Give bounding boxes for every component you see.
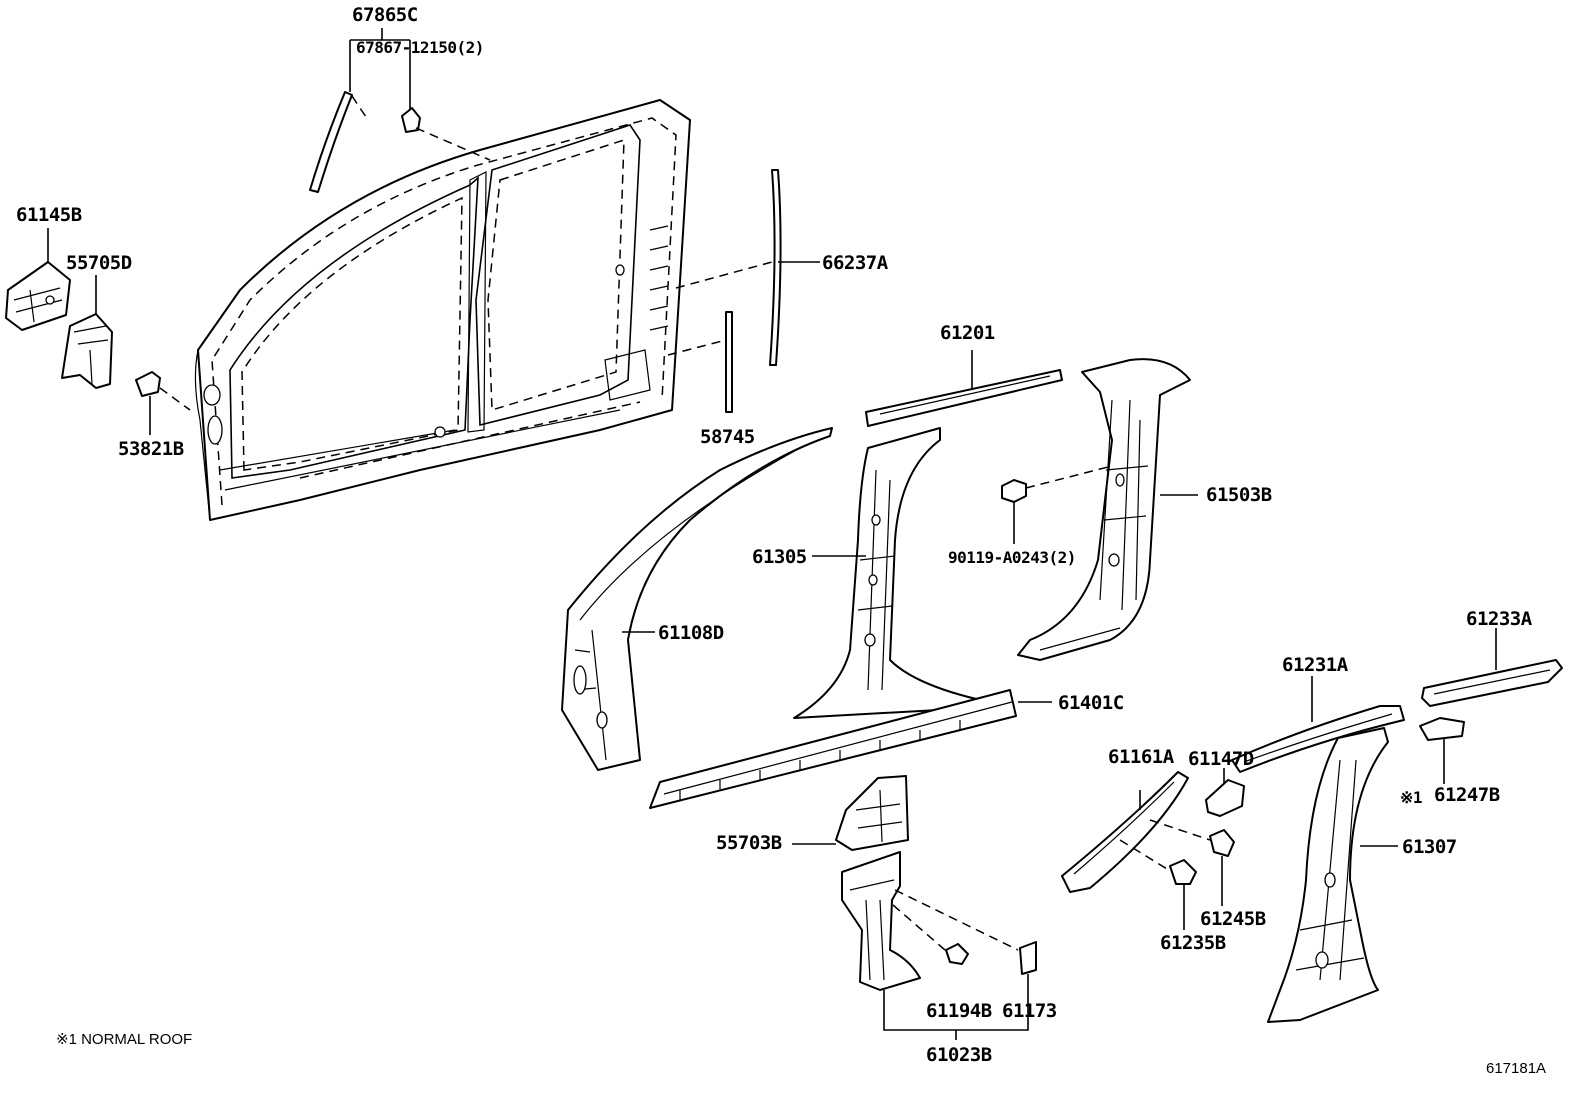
label-61307: 61307 xyxy=(1402,836,1457,858)
arc-61161A xyxy=(1061,771,1211,893)
label-55703B: 55703B xyxy=(716,832,782,854)
label-61247B: 61247B xyxy=(1434,784,1500,806)
label-61173: 61173 xyxy=(1002,1000,1057,1022)
label-61231A: 61231A xyxy=(1282,654,1348,676)
lower-pillar-61023B xyxy=(841,851,1029,1040)
pillar-61108D xyxy=(561,427,833,771)
pillar-61305 xyxy=(793,427,1011,719)
roof-side-61231A xyxy=(1231,676,1405,773)
bracket-61145B xyxy=(5,228,71,331)
label-61147D: 61147D xyxy=(1188,748,1254,770)
clip-61245B xyxy=(1209,829,1235,906)
label-61161A: 61161A xyxy=(1108,746,1174,768)
label-61108D: 61108D xyxy=(658,622,724,644)
label-61145B: 61145B xyxy=(16,204,82,226)
label-53821B: 53821B xyxy=(118,438,184,460)
label-61235B: 61235B xyxy=(1160,932,1226,954)
label-61023B: 61023B xyxy=(926,1044,992,1066)
bracket-55705D xyxy=(61,275,113,389)
bracket-61247B xyxy=(1419,717,1465,784)
rail-61201 xyxy=(865,350,1063,427)
label-90119-A0243: 90119-A0243(2) xyxy=(948,548,1076,567)
part-61173 xyxy=(1019,941,1037,990)
clip-53821B xyxy=(135,371,191,435)
pillar-61503B xyxy=(1017,358,1198,661)
footnote: ※1 NORMAL ROOF xyxy=(56,1031,193,1048)
rocker-61401C xyxy=(649,689,1052,809)
label-61201: 61201 xyxy=(940,322,995,344)
part-61194B xyxy=(945,943,969,965)
label-61233A: 61233A xyxy=(1466,608,1532,630)
label-66237A: 66237A xyxy=(822,252,888,274)
label-67867-12150: 67867-12150(2) xyxy=(356,38,484,57)
label-61305: 61305 xyxy=(752,546,807,568)
weatherstrip-67865C xyxy=(309,28,491,193)
bolt-90119 xyxy=(1001,465,1113,544)
label-55705D: 55705D xyxy=(66,252,132,274)
roof-rail-61233A xyxy=(1421,628,1563,707)
label-61194B: 61194B xyxy=(926,1000,992,1022)
bracket-55703B xyxy=(792,775,909,851)
label-61503B: 61503B xyxy=(1206,484,1272,506)
bracket-61147D xyxy=(1205,768,1245,817)
side-outer-panel xyxy=(194,99,691,521)
label-61245B: 61245B xyxy=(1200,908,1266,930)
label-61401C: 61401C xyxy=(1058,692,1124,714)
strip-58745 xyxy=(667,311,733,413)
pillar-61307 xyxy=(1267,727,1398,1023)
marker-note-1: ※1 xyxy=(1400,788,1423,807)
clip-61235B xyxy=(1169,859,1197,930)
label-58745: 58745 xyxy=(700,426,755,448)
figure-id: 617181A xyxy=(1486,1060,1547,1077)
label-67865C: 67865C xyxy=(352,4,418,26)
strip-66237A xyxy=(675,169,820,366)
